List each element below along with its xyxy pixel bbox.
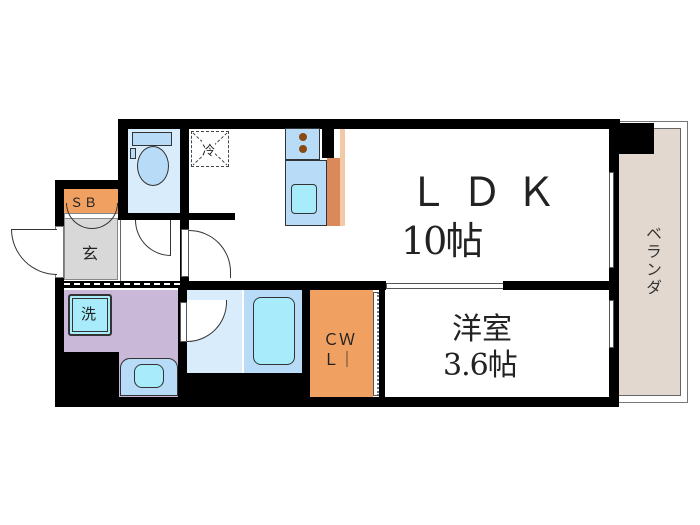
wall-top [118,119,620,129]
wall-sb-top [55,180,125,189]
wall-toilet-ldk [180,119,189,299]
ldk-window[interactable] [609,172,614,268]
wall-toilet-bottom [118,213,234,220]
veranda [617,128,681,396]
burner-icon [299,133,307,141]
burner-icon [299,145,307,153]
kitchen-sink [291,184,317,214]
ldk-door[interactable] [189,230,231,278]
bath-bottom [187,373,310,397]
kitchen-backsplash-light [340,129,345,226]
entrance-door[interactable] [11,229,57,275]
wall-bath-cwl [302,286,310,397]
washing-machine [68,294,112,336]
entrance-label: 玄 [82,244,99,263]
kitchen-column [322,128,334,158]
western-room-label: 洋室 [452,312,512,347]
bathtub-basin [253,297,295,365]
wall-left-upper [118,119,128,219]
western-room-sliding-door[interactable] [386,283,504,289]
wall-left-lower [55,278,64,407]
closet [310,290,373,397]
washroom-block [64,352,119,397]
veranda-label: ベランダ [643,225,662,297]
ldk-door-frame [181,229,189,277]
ldk-label: ＬＤＫ [408,170,570,216]
closet-door[interactable] [373,292,379,396]
toilet-bowl [137,146,169,186]
wall-ldk-stub [180,213,235,220]
washbasin-bowl [134,364,164,388]
kitchen-backsplash [327,158,340,226]
fridge-label: 冷 [202,140,216,159]
wall-mid-right [503,281,613,290]
wall-right [609,119,619,407]
wall-bottom [55,397,619,407]
wall-cwl-western [379,286,385,397]
closet-label-line2: Ｌ｜ [323,350,356,369]
wall-left [55,180,64,226]
wash-threshold [64,283,180,287]
wall-mid [180,281,386,290]
western-room-window[interactable] [609,300,614,348]
fridge-cross-icon [192,132,228,166]
bath-door-frame [180,302,187,342]
ldk-size: 10帖 [401,219,483,263]
western-room-size: 3.6帖 [443,348,518,383]
toilet-paper [130,148,136,159]
closet-label-line1: ＣＷ [323,330,356,349]
toilet-tank [132,132,172,146]
washer-label: 洗 [81,305,97,323]
